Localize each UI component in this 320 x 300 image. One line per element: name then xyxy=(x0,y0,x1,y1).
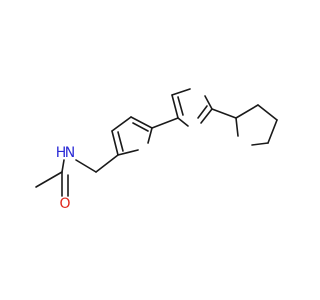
bond-furan-c3-c4 xyxy=(111,116,132,132)
bond-thiazole-c4-c5 xyxy=(171,94,179,119)
bond-thiazole-c4-c5-inner xyxy=(177,96,184,116)
bond-thf-c2-c3 xyxy=(235,104,259,119)
bond-methylene-furan xyxy=(95,154,119,173)
atom-label-amide-hydrogen: H xyxy=(56,145,67,161)
bond-furan-c2-c3 xyxy=(111,130,119,156)
bond-thf-o-c2 xyxy=(235,117,239,137)
bond-nitrogen-methylene xyxy=(75,159,97,173)
bond-thf-c3-c4 xyxy=(257,104,278,121)
bond-thiazole-c2-n-inner xyxy=(197,105,208,119)
bond-furan-c4-c5 xyxy=(130,116,153,129)
atom-label-amide-nitrogen: N xyxy=(65,145,75,161)
atom-label-layer: O N H xyxy=(56,145,76,212)
bond-methyl-carbonyl xyxy=(35,171,63,188)
bond-furan-c5-o xyxy=(147,127,153,144)
bond-thiazole-c5-s xyxy=(171,88,191,96)
bond-thiazole-n-c4 xyxy=(177,117,189,127)
bond-thiazole-c2-n xyxy=(200,108,213,124)
bond-furan-c4-c5-inner xyxy=(132,122,149,132)
atom-label-carbonyl-oxygen: O xyxy=(59,196,70,212)
bond-layer xyxy=(35,88,278,197)
bond-furan-thiazole xyxy=(151,117,179,129)
bond-thf-c4-c5 xyxy=(267,119,278,144)
bond-furan-o-c2 xyxy=(117,149,139,156)
bond-furan-c2-c3-inner xyxy=(117,131,124,152)
bond-thiazole-thf xyxy=(211,108,237,119)
bond-carbonyl-nitrogen xyxy=(61,159,65,173)
bond-thf-c5-o xyxy=(251,142,269,146)
bond-thiazole-s-c2 xyxy=(204,95,213,110)
molecule-structure: O N H xyxy=(35,88,278,212)
